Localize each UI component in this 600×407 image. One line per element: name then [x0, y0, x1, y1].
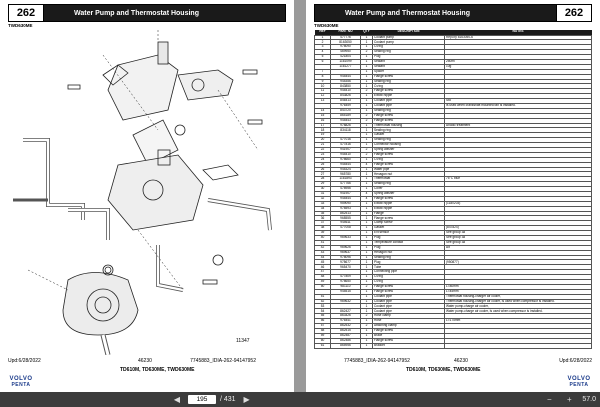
page-header: 262 Water Pump and Thermostat Housing [314, 4, 592, 22]
page-total: / 431 [220, 396, 236, 403]
footer-code: 46230 [454, 358, 468, 364]
updated-date: Upd:6/28/2022 [8, 358, 41, 364]
viewer-toolbar: ◀ 195 / 431 ▶ − + 57.0 [0, 392, 600, 407]
left-footer: Upd:6/28/2022 46230 7745883_IDIA-262-941… [8, 358, 286, 388]
model-list: TD610M, TD630ME, TWD630ME [120, 367, 195, 373]
next-page-icon[interactable]: ▶ [243, 395, 250, 404]
page-navigator: ◀ 195 / 431 ▶ [170, 394, 254, 406]
doc-id: 7745883_IDIA-262-94147952 [190, 358, 256, 364]
zoom-in-icon[interactable]: + [567, 395, 572, 404]
page-number: 262 [556, 5, 591, 21]
table-cell [444, 342, 592, 349]
model-list: TD610M, TD630ME, TWD630ME [406, 367, 481, 373]
page-title: Water Pump and Thermostat Housing [315, 5, 556, 21]
page-number: 262 [9, 5, 44, 21]
doc-id: 7745883_IDIA-262-94147952 [344, 358, 410, 364]
column-header: QTY [360, 30, 373, 35]
table-cell: 1 [360, 342, 373, 349]
page-header: 262 Water Pump and Thermostat Housing [8, 4, 286, 22]
page-title: Water Pump and Thermostat Housing [44, 5, 285, 21]
engine-label: TWD630ME [314, 23, 339, 28]
page-input[interactable]: 195 [188, 395, 216, 404]
engine-label: TWD630ME [8, 23, 33, 28]
table-cell: Bracket [372, 342, 445, 349]
column-header: PART NO [330, 30, 361, 35]
column-header: NOTES [444, 30, 592, 35]
left-page: 262 Water Pump and Thermostat Housing TW… [0, 0, 294, 392]
callout-code: 11347 [236, 338, 250, 344]
prev-page-icon[interactable]: ◀ [173, 395, 181, 404]
column-header: DESCRIPTION [372, 30, 445, 35]
zoom-controls: − + 57.0 [542, 394, 596, 406]
right-page: 262 Water Pump and Thermostat Housing TW… [306, 0, 600, 392]
exploded-diagram: 11347 [13, 30, 272, 355]
table-cell: 61 [314, 342, 331, 349]
footer-code: 46230 [138, 358, 152, 364]
zoom-level[interactable]: 57.0 [582, 396, 596, 403]
zoom-out-icon[interactable]: − [547, 395, 552, 404]
column-header: REF [314, 30, 331, 35]
table-cell: 865956 [330, 342, 361, 349]
right-footer: Upd:6/28/2022 46230 7745883_IDIA-262-941… [314, 358, 592, 388]
updated-date: Upd:6/28/2022 [559, 358, 592, 364]
